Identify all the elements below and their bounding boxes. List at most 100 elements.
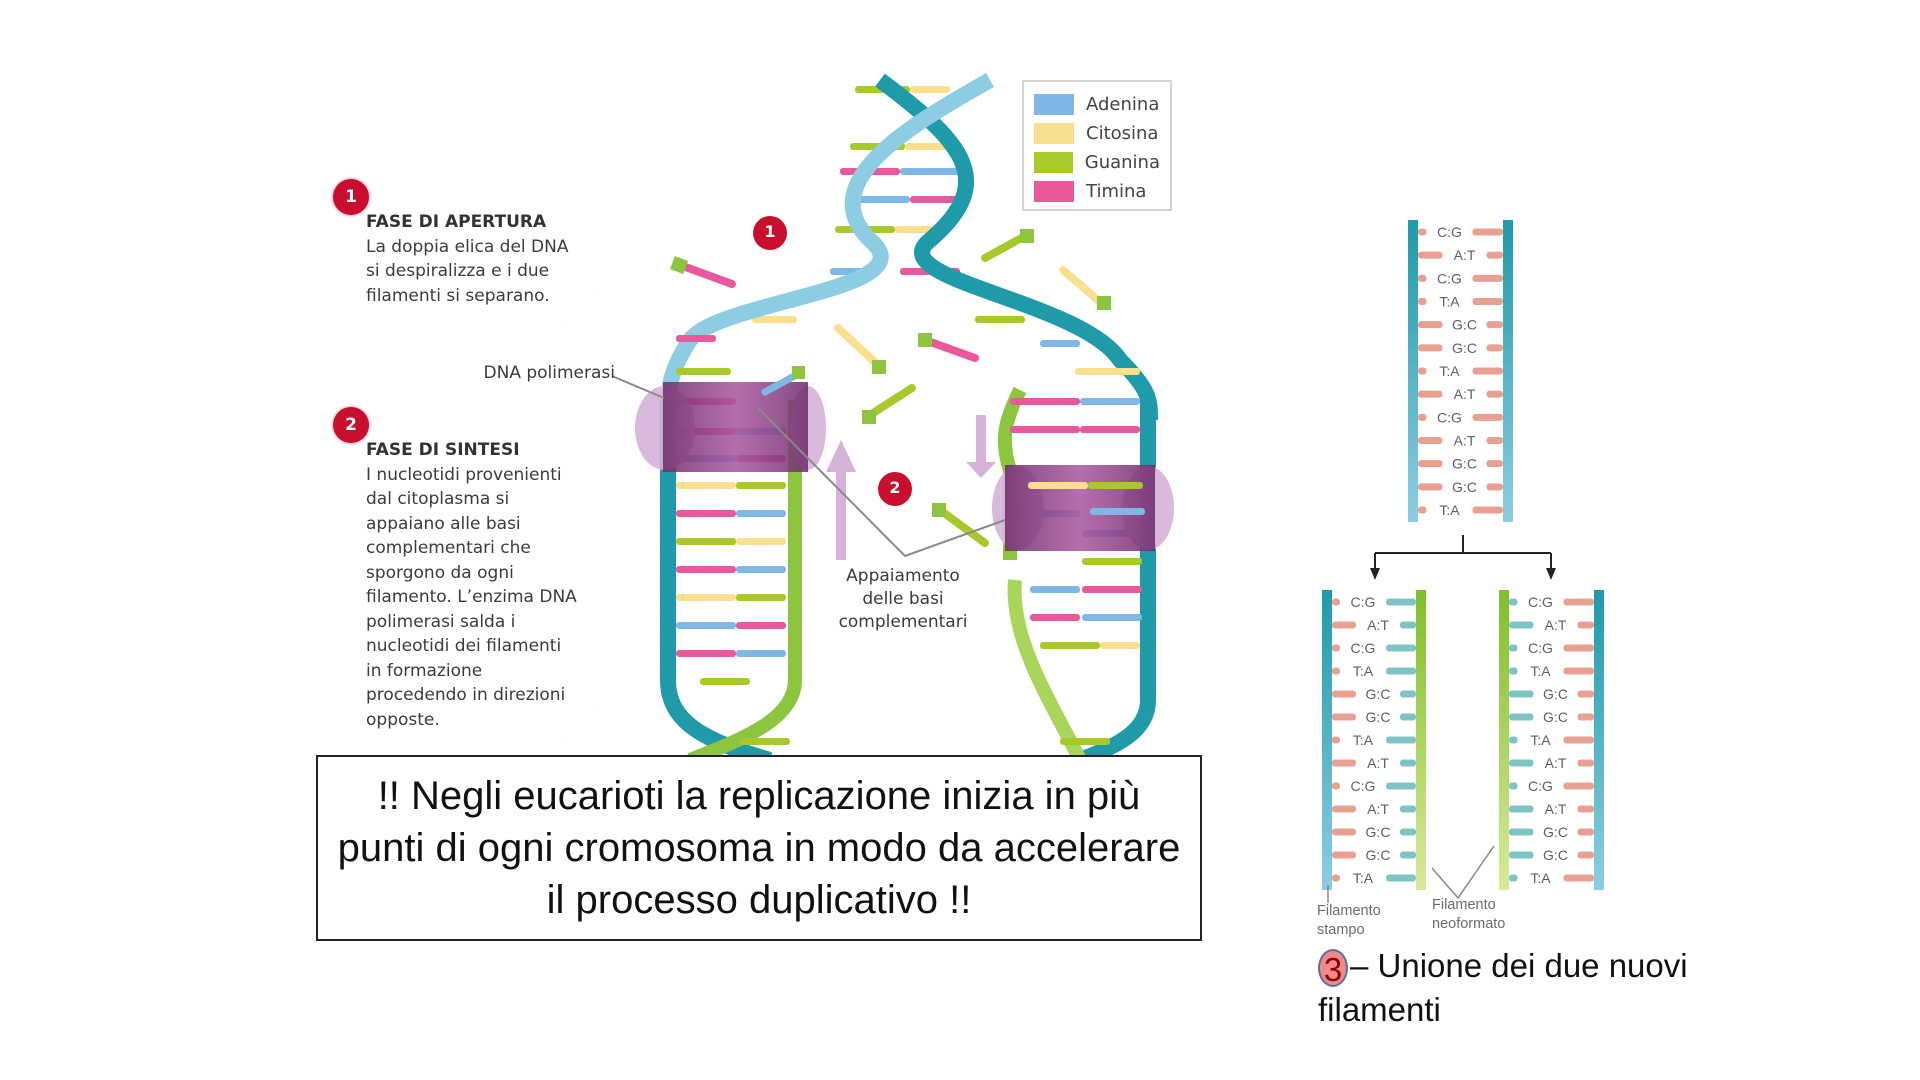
template-strand-line: stampo bbox=[1317, 922, 1365, 938]
base-rung-right bbox=[1486, 460, 1503, 468]
base-rung-left bbox=[1418, 390, 1443, 398]
base-rung-right bbox=[1563, 782, 1594, 790]
base-pair-label: A:T bbox=[1367, 755, 1389, 771]
base-rung-right bbox=[1386, 644, 1416, 652]
base-rung-left bbox=[1418, 367, 1427, 375]
base-rung-left bbox=[1509, 713, 1534, 721]
base-pair-label: A:T bbox=[1367, 801, 1389, 817]
base-rung-left bbox=[1418, 506, 1427, 514]
base-rung-left bbox=[1332, 874, 1340, 882]
legend-swatch-timina bbox=[1034, 181, 1074, 202]
base-pair-label: A:T bbox=[1545, 755, 1567, 771]
base-pair-label: G:C bbox=[1543, 686, 1568, 702]
phase-2-box: FASE DI SINTESI I nucleotidi provenienti… bbox=[352, 426, 597, 740]
right-fork bbox=[997, 340, 1156, 768]
ladder-rail-right bbox=[1594, 590, 1604, 890]
base-rung-right bbox=[1386, 598, 1416, 606]
base-rung-left bbox=[1418, 413, 1427, 421]
base-pair-label: C:G bbox=[1351, 640, 1376, 656]
base-rung-right bbox=[1577, 621, 1594, 629]
base-rung-right bbox=[1577, 713, 1594, 721]
ladder-rail-left bbox=[1408, 220, 1418, 522]
base-pairing-label: Appaiamento delle basi complementari bbox=[823, 565, 983, 634]
base-rung-left bbox=[1509, 805, 1534, 813]
base-rung-right bbox=[1472, 413, 1503, 421]
base-rung-left bbox=[1418, 228, 1427, 236]
base-pair-label: T:A bbox=[1353, 732, 1374, 748]
base-pair-label: A:T bbox=[1545, 801, 1567, 817]
ladder-rail-left bbox=[1322, 590, 1332, 890]
free-nucleotides bbox=[670, 229, 1111, 547]
base-rung-left bbox=[1332, 782, 1340, 790]
base-rung-right bbox=[1386, 736, 1416, 744]
base-rung-left bbox=[1509, 667, 1518, 675]
base-pair-label: C:G bbox=[1351, 778, 1376, 794]
base-pair-label: G:C bbox=[1543, 709, 1568, 725]
daughter-dna-ladder-right: C:GA:TC:GT:AG:CG:CT:AA:TC:GA:TG:CG:CT:A bbox=[1499, 590, 1604, 890]
base-rung-left bbox=[1509, 690, 1534, 698]
base-pair-label: A:T bbox=[1454, 433, 1476, 449]
base-pair-label: T:A bbox=[1530, 663, 1551, 679]
base-rung-right bbox=[1486, 251, 1503, 259]
legend-swatch-guanina bbox=[1034, 152, 1073, 173]
base-pair-label: G:C bbox=[1452, 456, 1477, 472]
base-pair-label: G:C bbox=[1543, 824, 1568, 840]
base-pair-label: C:G bbox=[1528, 778, 1553, 794]
base-pair-label: C:G bbox=[1528, 640, 1553, 656]
base-pairing-line: complementari bbox=[838, 612, 968, 632]
base-rung-left bbox=[1509, 598, 1518, 606]
base-rung-right bbox=[1577, 759, 1594, 767]
base-rung-right bbox=[1563, 598, 1594, 606]
step-3-caption: 3– Unione dei due nuovi filamenti bbox=[1318, 944, 1738, 1032]
marker-1-label: 1 bbox=[764, 222, 776, 241]
base-rung-left bbox=[1418, 483, 1443, 491]
base-rung-left bbox=[1509, 828, 1534, 836]
phase-2-line: dal citoplasma si bbox=[366, 489, 510, 509]
base-rung-right bbox=[1577, 805, 1594, 813]
base-rung-left bbox=[1418, 274, 1427, 282]
base-rung-right bbox=[1400, 621, 1416, 629]
step-3-badge: 3 bbox=[1318, 949, 1348, 988]
base-rung-left bbox=[1509, 621, 1534, 629]
base-rung-right bbox=[1386, 874, 1416, 882]
base-rung-right bbox=[1577, 690, 1594, 698]
base-rung-right bbox=[1577, 851, 1594, 859]
base-pair-label: T:A bbox=[1353, 663, 1374, 679]
base-rung-left bbox=[1418, 298, 1427, 305]
phase-1-badge: 1 bbox=[333, 179, 369, 215]
phase-2-line: nucleotidi dei filamenti bbox=[366, 636, 562, 656]
base-rung-left bbox=[1332, 828, 1356, 836]
base-rung-left bbox=[1418, 437, 1443, 444]
ladder-rail-right bbox=[1416, 590, 1426, 890]
base-rung-left bbox=[1418, 251, 1443, 259]
base-rung-left bbox=[1418, 321, 1443, 329]
base-rung-right bbox=[1400, 851, 1416, 859]
base-rung-right bbox=[1386, 667, 1416, 675]
base-pair-label: G:C bbox=[1452, 317, 1477, 333]
dna-polymerase-left bbox=[635, 382, 826, 472]
legend-item-guanina: Guanina bbox=[1034, 148, 1160, 177]
base-rung-left bbox=[1332, 598, 1340, 606]
base-rung-left bbox=[1332, 667, 1340, 675]
phase-2-line: appaiano alle basi bbox=[366, 513, 521, 534]
base-rung-right bbox=[1386, 782, 1416, 790]
phase-2-line: opposte. bbox=[366, 709, 440, 730]
base-rung-left bbox=[1332, 736, 1340, 744]
base-pair-label: C:G bbox=[1437, 224, 1462, 240]
base-pair-label: G:C bbox=[1543, 847, 1568, 863]
base-pair-label: C:G bbox=[1528, 594, 1553, 610]
base-rung-left bbox=[1509, 874, 1518, 882]
base-pair-label: T:A bbox=[1530, 870, 1551, 886]
base-rung-right bbox=[1486, 390, 1503, 398]
base-rung-left bbox=[1332, 851, 1356, 859]
base-pair-label: C:G bbox=[1351, 594, 1376, 610]
base-rung-left bbox=[1509, 644, 1518, 652]
base-rung-right bbox=[1400, 759, 1416, 767]
base-pair-label: G:C bbox=[1452, 340, 1477, 356]
split-arrows bbox=[1374, 535, 1552, 570]
phase-1-box: FASE DI APERTURA La doppia elica del DNA… bbox=[352, 198, 597, 324]
legend-swatch-adenina bbox=[1034, 94, 1074, 115]
base-pair-label: A:T bbox=[1367, 617, 1389, 633]
phase-2-line: I nucleotidi provenienti bbox=[366, 464, 562, 485]
